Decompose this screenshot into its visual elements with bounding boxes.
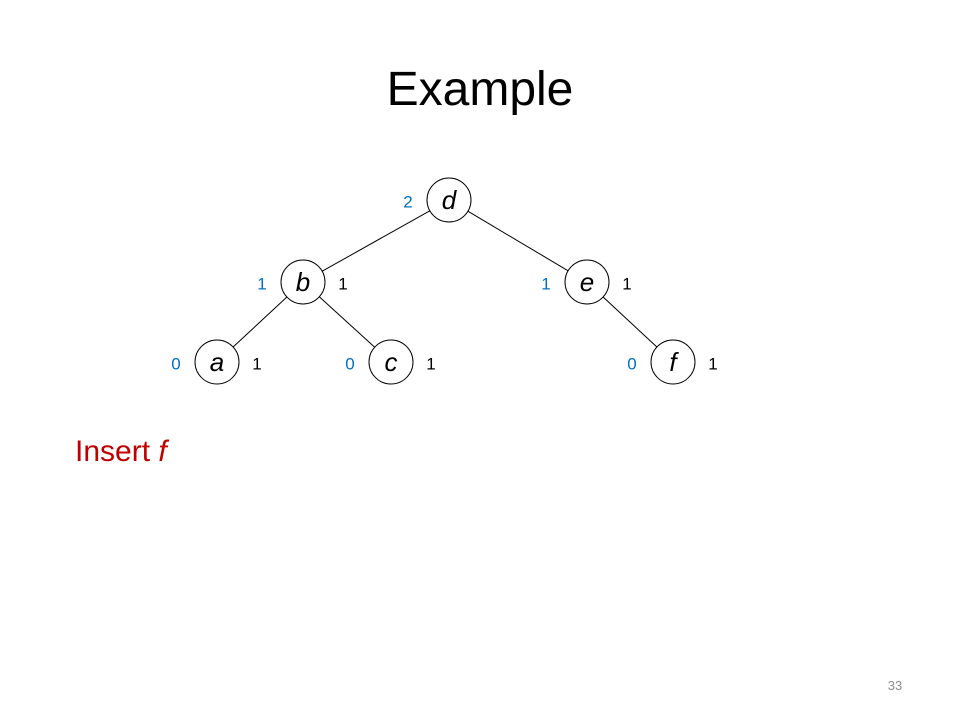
tree-node-b: b 1 1	[257, 259, 348, 305]
tree-node-e: e 1 1	[541, 259, 632, 305]
tree-edge-e-f	[602, 296, 658, 348]
node-circle	[564, 259, 610, 305]
node-left-annotation: 2	[403, 193, 412, 212]
slide-title: Example	[386, 63, 574, 116]
node-circle	[280, 259, 326, 305]
caption-variable: f	[158, 435, 167, 468]
node-right-annotation: 1	[622, 275, 631, 294]
tree-node-f: f 0 1	[627, 339, 718, 385]
node-label: a	[210, 347, 224, 377]
node-right-annotation: 1	[338, 275, 347, 294]
node-circle	[194, 339, 240, 385]
node-circle	[368, 339, 414, 385]
slide-number: 33	[887, 678, 903, 693]
node-right-annotation: 1	[708, 355, 717, 374]
node-label: f	[669, 347, 679, 377]
node-left-annotation: 0	[171, 355, 180, 374]
node-circle	[650, 339, 696, 385]
tree-node-d: d2	[403, 177, 472, 223]
caption: Insert f	[75, 432, 167, 472]
tree-edge-d-e	[467, 210, 569, 272]
tree-edges	[232, 210, 658, 348]
node-label: b	[296, 267, 310, 297]
tree-edge-d-b	[321, 210, 431, 272]
node-label: c	[385, 347, 398, 377]
tree-node-c: c 0 1	[345, 339, 436, 385]
node-right-annotation: 1	[426, 355, 435, 374]
node-left-annotation: 1	[257, 275, 266, 294]
node-circle	[426, 177, 472, 223]
tree-edge-b-c	[318, 296, 376, 348]
tree-edge-b-a	[232, 296, 288, 348]
node-left-annotation: 0	[345, 355, 354, 374]
node-left-annotation: 1	[541, 275, 550, 294]
node-label: d	[442, 185, 458, 215]
node-right-annotation: 1	[252, 355, 261, 374]
node-label: e	[580, 267, 594, 297]
node-left-annotation: 0	[627, 355, 636, 374]
caption-text: Insert	[75, 435, 159, 468]
tree-node-a: a 0 1	[171, 339, 262, 385]
